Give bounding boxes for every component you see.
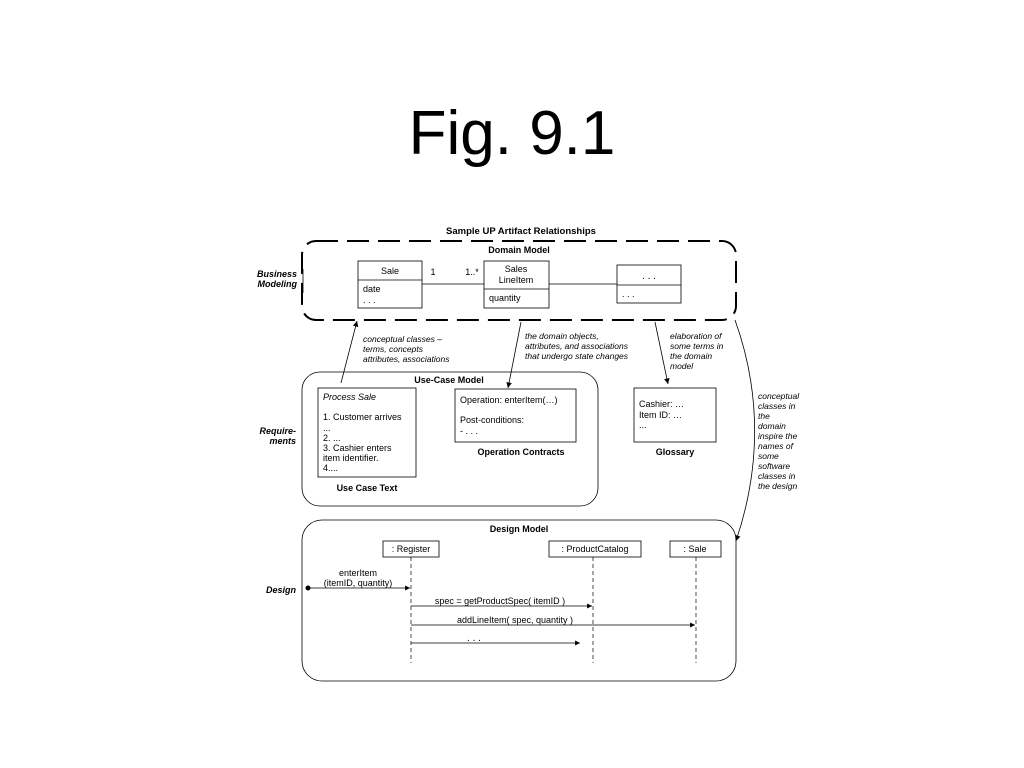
sales-line-item-name-1: Sales [505,264,528,274]
note-domain-objects-3: that undergo state changes [525,351,629,361]
arrow-usecase-to-domain [340,320,359,384]
use-case-model-frame [301,371,599,507]
use-case-model-title: Use-Case Model [414,375,484,385]
svg-text:some: some [758,451,779,461]
glossary-line-1: Cashier: … [639,399,684,409]
note-inspire: conceptual classes in the domain inspire… [758,391,800,491]
message-add-line-item-label: addLineItem( spec, quantity ) [457,615,573,625]
sale-class-attr-more: . . . [363,295,376,305]
lane-label-req-2: ments [269,436,296,446]
message-more-label: . . . [467,633,481,644]
contract-postconditions: Post-conditions: [460,415,524,425]
svg-text:the: the [758,411,770,421]
use-case-line-4: 3. Cashier enters [323,443,392,453]
other-class-attr: . . . [622,289,635,299]
use-case-heading: Process Sale [323,392,376,402]
use-case-line-2: ... [323,423,331,433]
glossary-line-3: ... [639,420,647,430]
arrow-domain-to-glossary [654,321,670,385]
svg-text:conceptual: conceptual [758,391,800,401]
design-model-title: Design Model [490,524,549,534]
multiplicity-one: 1 [430,267,435,277]
use-case-text-caption: Use Case Text [337,483,398,493]
glossary-caption: Glossary [656,447,695,457]
svg-text:classes in: classes in [758,471,796,481]
note-elaboration-4: model [670,361,694,371]
domain-model-title: Domain Model [488,245,550,255]
lane-label-req-1: Require- [259,426,296,436]
arrow-domain-to-design [734,319,756,542]
lifeline-sale: : Sale [669,540,722,663]
glossary-line-2: Item ID: … [639,410,682,420]
contract-bullet: - . . . [460,426,478,436]
lane-label-business-2: Modeling [258,279,298,289]
svg-text:software: software [758,461,790,471]
design-model-frame [301,519,737,682]
glossary-box: Cashier: … Item ID: … ... [633,387,717,443]
use-case-text-box: Process Sale 1. Customer arrives ... 2. … [317,387,417,478]
message-get-spec-label: spec = getProductSpec( itemID ) [435,596,565,606]
use-case-line-6: 4.... [323,463,338,473]
contract-operation: Operation: enterItem(…) [460,395,558,405]
message-enter-item-label-1: enterItem [339,568,377,578]
operation-contract-box: Operation: enterItem(…) Post-conditions:… [454,388,577,443]
lifeline-register-label: : Register [392,544,431,554]
other-domain-class: . . . . . . [616,264,682,304]
multiplicity-many: 1..* [465,267,479,277]
lifeline-product-catalog: : ProductCatalog [548,540,642,663]
sale-class-name: Sale [381,266,399,276]
sales-line-item-attr: quantity [489,293,521,303]
diagram-title: Sample UP Artifact Relationships [446,226,596,237]
svg-text:the design: the design [758,481,797,491]
svg-text:inspire the: inspire the [758,431,797,441]
use-case-line-1: 1. Customer arrives [323,412,402,422]
note-conceptual-1: conceptual classes – [363,334,442,344]
note-domain-objects-1: the domain objects, [525,331,599,341]
lifeline-sale-label: : Sale [683,544,706,554]
sales-line-item-class: Sales LineItem quantity [483,260,550,309]
lifeline-register: : Register [382,540,440,663]
message-enter-item-label-2: (itemID, quantity) [324,578,393,588]
svg-text:domain: domain [758,421,786,431]
svg-text:names of: names of [758,441,795,451]
use-case-line-5: item identifier. [323,453,379,463]
sale-class-attr-date: date [363,284,381,294]
note-elaboration-1: elaboration of [670,331,723,341]
note-conceptual-3: attributes, associations [363,354,450,364]
sale-class: Sale date . . . [357,260,423,309]
slide-title: Fig. 9.1 [408,99,616,168]
svg-text:classes in: classes in [758,401,796,411]
lane-label-business-1: Business [257,269,297,279]
lane-label-design: Design [266,585,297,595]
note-conceptual-2: terms, concepts [363,344,424,354]
note-elaboration-3: the domain [670,351,712,361]
other-class-name: . . . [642,271,656,282]
sales-line-item-name-2: LineItem [499,275,534,285]
use-case-line-3: 2. ... [323,433,341,443]
operation-contracts-caption: Operation Contracts [477,447,564,457]
arrow-domain-to-contracts [506,321,522,389]
domain-model-frame [301,240,737,321]
note-domain-objects-2: attributes, and associations [525,341,629,351]
lifeline-catalog-label: : ProductCatalog [561,544,628,554]
note-elaboration-2: some terms in [670,341,724,351]
